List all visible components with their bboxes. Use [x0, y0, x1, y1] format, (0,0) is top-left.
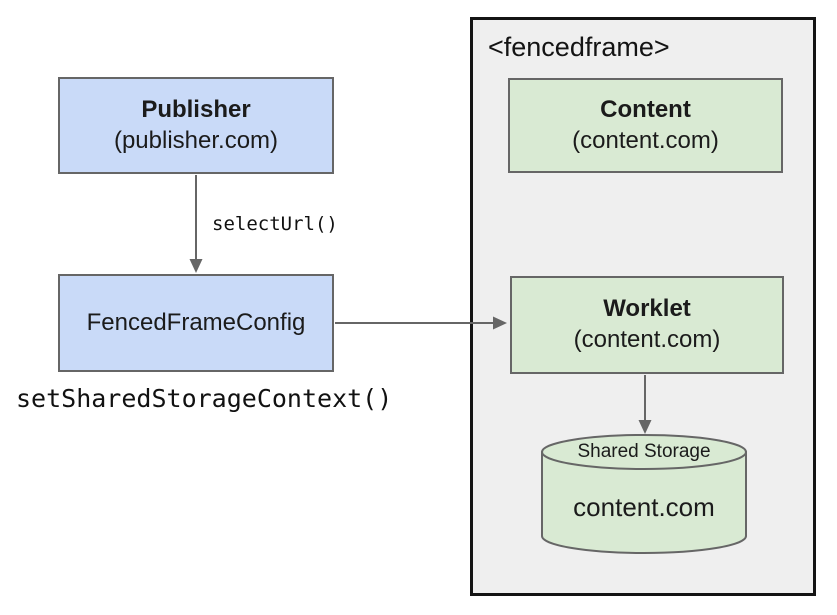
fencedframe-container: <fencedframe> Content (content.com) Work…: [470, 17, 816, 596]
worklet-title: Worklet: [603, 295, 691, 323]
shared-storage-label: Shared Storage: [577, 441, 711, 462]
fencedframe-tag-label: <fencedframe>: [488, 32, 670, 62]
select-url-label: selectUrl(): [212, 213, 338, 235]
content-title: Content: [600, 95, 691, 123]
publisher-title: Publisher: [141, 95, 251, 123]
select-url-arrow: [189, 175, 203, 273]
publisher-subtitle: (publisher.com): [113, 126, 279, 154]
worklet-subtitle: (content.com): [573, 326, 721, 353]
fenced-frame-config-title: FencedFrameConfig: [86, 308, 306, 336]
fenced-frame-config-box: FencedFrameConfig: [58, 274, 334, 372]
select-url-arrow-head: [189, 259, 203, 273]
content-subtitle: (content.com): [572, 126, 719, 154]
worklet-box: Worklet (content.com): [510, 276, 784, 374]
content-box: Content (content.com): [508, 78, 783, 173]
set-shared-storage-context-label: setSharedStorageContext(): [16, 384, 393, 413]
publisher-box: Publisher (publisher.com): [58, 77, 334, 174]
shared-storage-origin: content.com: [573, 492, 715, 522]
